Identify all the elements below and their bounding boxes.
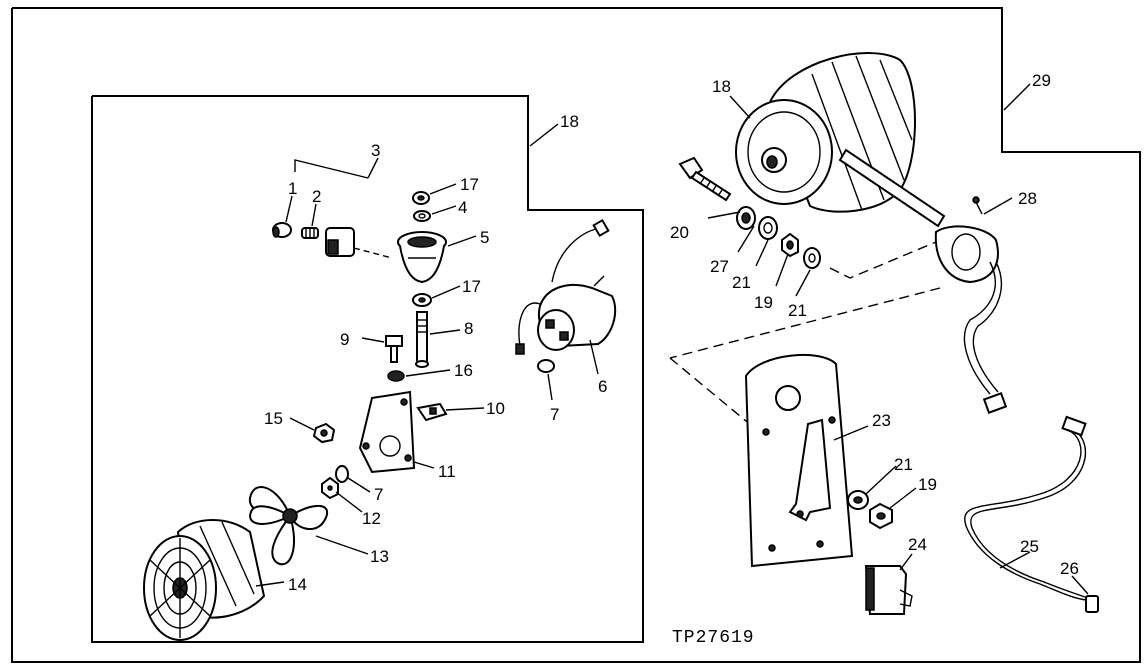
callout-6: 6 — [598, 377, 607, 396]
outer-frame — [11, 7, 1141, 663]
part-resistor — [864, 565, 913, 615]
callout-17-lower: 17 — [462, 277, 481, 296]
part-stud — [415, 311, 429, 368]
callout-29: 29 — [1032, 71, 1051, 90]
bracket-assembly-brace — [294, 157, 379, 179]
callout-21-b: 21 — [788, 301, 807, 320]
callout-24: 24 — [908, 535, 927, 554]
callout-19-lower: 19 — [918, 475, 937, 494]
callout-9: 9 — [340, 330, 349, 349]
part-blower-motor — [735, 52, 946, 228]
callout-14: 14 — [288, 575, 307, 594]
callout-27: 27 — [710, 257, 729, 276]
callout-8: 8 — [464, 319, 473, 338]
callout-17-top: 17 — [460, 175, 479, 194]
callout-7-bracket: 7 — [374, 485, 383, 504]
part-nut-top — [412, 191, 430, 205]
callout-25: 25 — [1020, 537, 1039, 556]
part-grommet-harness — [934, 225, 1008, 414]
part-nut-19-a — [781, 232, 799, 258]
part-washer-7-right — [537, 359, 555, 373]
callout-18-blower: 18 — [712, 77, 731, 96]
callout-23: 23 — [872, 411, 891, 430]
part-wire-harness — [964, 415, 1099, 613]
callout-21-c: 21 — [894, 455, 913, 474]
part-nut-16 — [387, 370, 405, 382]
callout-28: 28 — [1018, 189, 1037, 208]
part-spring — [301, 227, 319, 239]
part-nut-15 — [312, 422, 336, 444]
callout-12: 12 — [362, 509, 381, 528]
callout-15: 15 — [264, 409, 283, 428]
part-washer-21-c — [847, 490, 869, 510]
callout-13: 13 — [370, 547, 389, 566]
callout-labels: 1 2 3 4 5 6 7 7 8 9 10 11 12 13 14 15 16… — [264, 71, 1079, 594]
part-fan — [248, 486, 329, 566]
part-screw-28 — [972, 196, 983, 215]
callout-4: 4 — [458, 198, 467, 217]
callout-1: 1 — [288, 179, 297, 198]
part-washer-27 — [736, 206, 756, 230]
part-washer-21-a — [758, 216, 778, 240]
callout-11: 11 — [438, 462, 456, 481]
callout-19-upper: 19 — [754, 293, 773, 312]
callout-3: 3 — [371, 141, 380, 160]
part-bezel — [397, 231, 447, 284]
part-bolt-20 — [678, 156, 732, 202]
part-cap-screw — [385, 335, 403, 363]
callout-21-a: 21 — [732, 273, 751, 292]
callout-10: 10 — [486, 399, 505, 418]
part-switch — [325, 227, 393, 259]
leader-lines — [255, 95, 1089, 595]
part-nut-lower — [412, 293, 432, 307]
figure-code: TP27619 — [672, 628, 755, 648]
part-mounting-bracket — [358, 390, 416, 474]
part-washer-21-b — [803, 247, 821, 269]
callout-26: 26 — [1060, 559, 1079, 578]
part-nut-12 — [321, 476, 339, 500]
part-washer-7-left — [335, 465, 349, 483]
part-washer — [413, 210, 431, 222]
part-mounting-plate — [744, 353, 854, 568]
part-knob — [272, 222, 292, 238]
callout-18-inner: 18 — [560, 112, 579, 131]
callout-7-actuator: 7 — [550, 405, 559, 424]
callout-16: 16 — [454, 361, 473, 380]
part-nut-19-b — [869, 502, 893, 530]
inner-frame — [91, 95, 644, 643]
part-actuator — [515, 218, 617, 355]
part-clip — [416, 402, 448, 422]
part-motor-housing — [143, 519, 266, 641]
callout-20: 20 — [670, 223, 689, 242]
callout-2: 2 — [312, 187, 321, 206]
callout-5: 5 — [480, 228, 489, 247]
